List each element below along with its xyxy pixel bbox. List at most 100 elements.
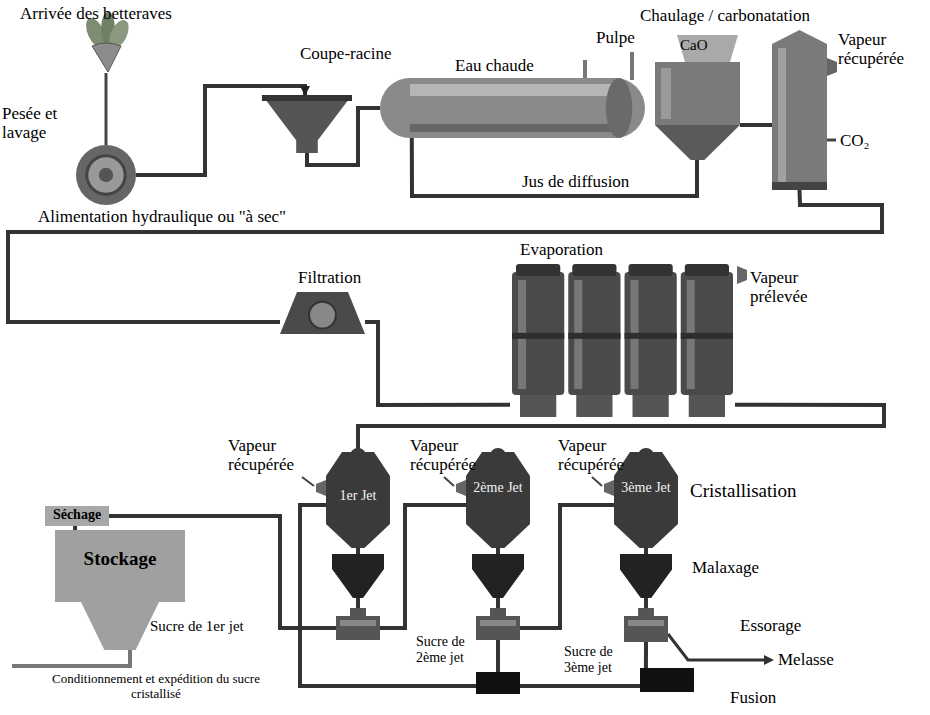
dispatch-note: Conditionnement et expédition du sucre c…	[40, 672, 272, 701]
node-label: Eau chaude	[455, 56, 575, 75]
steam-label: Vapeur récupérée	[558, 436, 653, 474]
shape-outline	[326, 452, 390, 548]
shape-outline	[685, 264, 729, 276]
steam-flag	[604, 480, 614, 496]
diffuser-drum: Eau chaude	[380, 78, 645, 138]
arrow-head	[764, 655, 774, 665]
node-shape	[655, 35, 740, 160]
shape-outline	[55, 530, 185, 602]
filter: Filtration	[280, 292, 365, 334]
shape-outline	[576, 395, 612, 417]
box-text: CaO	[680, 37, 735, 54]
steam-leader	[592, 477, 602, 486]
node-label: Coupe-racine	[300, 44, 430, 63]
shape-outline	[640, 668, 694, 692]
product-label: Sucre de 3ème jet	[564, 644, 622, 675]
shape-outline	[629, 264, 673, 276]
node-shape	[280, 292, 365, 334]
node-shape	[510, 264, 735, 417]
gas-label: CO₂	[840, 131, 890, 150]
mixer: Malaxage	[620, 554, 672, 598]
molasses-arrow	[668, 634, 766, 660]
shape-outline	[516, 264, 560, 276]
shape-outline	[280, 292, 365, 334]
shape-outline	[81, 602, 159, 650]
shape-outline	[45, 506, 109, 526]
pipe-connector	[412, 138, 697, 196]
shape-outline	[638, 608, 654, 616]
washing-drum: Pesée et lavage	[76, 145, 136, 205]
shape-outline	[512, 333, 564, 339]
liming-tank: Chaulage / carbonatationCaO	[655, 35, 740, 160]
shape-outline	[778, 48, 786, 184]
co2-pipe	[827, 139, 836, 142]
output-label: Pulpe	[596, 28, 656, 47]
node-label: Vapeur prélevée	[750, 268, 840, 306]
shape-outline	[624, 616, 668, 642]
node-label: Cristallisation	[690, 480, 870, 501]
node-label: 1er Jet	[330, 488, 386, 504]
centrifuge: Essorage	[624, 616, 668, 642]
pipe-connector	[365, 322, 510, 405]
node-shape	[640, 668, 694, 692]
shape-outline	[633, 395, 669, 417]
centrifuge	[476, 608, 520, 640]
steam-label: Vapeur récupérée	[228, 436, 323, 474]
box-text: Séchage	[53, 507, 101, 523]
node-shape	[380, 78, 645, 138]
steam-flag	[737, 266, 747, 284]
feed-note: Alimentation hydraulique ou "à sec"	[38, 207, 438, 226]
mixer	[332, 554, 384, 598]
node-label: Evaporation	[520, 240, 660, 259]
steam-label: Vapeur récupérée	[410, 436, 505, 474]
shape-outline	[512, 272, 564, 395]
shape-outline	[568, 333, 620, 339]
crystallizer: 1er Jet	[326, 452, 390, 548]
shape-outline	[262, 95, 352, 153]
shape-outline	[681, 333, 733, 339]
melter-block	[476, 672, 520, 694]
shape-outline	[772, 182, 827, 190]
shape-outline	[625, 272, 677, 395]
node-shape	[620, 554, 672, 598]
node-label: Vapeur récupérée	[838, 30, 926, 68]
shape-outline	[681, 272, 733, 395]
node-label: Essorage	[740, 616, 850, 635]
pipe-connector	[644, 548, 648, 554]
node-shape	[76, 145, 136, 205]
hot-water-pipe	[583, 60, 587, 80]
pulp-pipe	[630, 52, 634, 80]
shape-outline	[625, 333, 677, 339]
steam-flag	[316, 480, 326, 496]
shape-outline	[628, 620, 664, 626]
shape-outline	[262, 95, 352, 101]
steam-leader	[444, 477, 454, 486]
sugar-pipe	[496, 640, 500, 674]
node-shape	[772, 30, 827, 190]
node-shape	[262, 95, 352, 153]
shape-outline	[655, 62, 740, 125]
pipe-connector	[644, 642, 648, 668]
dispatch-pipe	[12, 650, 130, 666]
beet-feed-pipe	[105, 73, 108, 145]
pipe-connector	[8, 190, 882, 322]
shape-outline	[620, 554, 672, 598]
root-cutter-hopper: Coupe-racine	[262, 95, 352, 153]
shape-outline	[677, 35, 738, 62]
output-label: Melasse	[778, 650, 878, 669]
shape-outline	[520, 395, 556, 417]
shape-outline	[772, 30, 827, 190]
product-label: Sucre de 2ème jet	[416, 634, 478, 665]
node-label: Filtration	[298, 268, 398, 287]
node-label: 3ème Jet	[618, 480, 674, 496]
node-label: Fusion	[730, 688, 820, 707]
shape-outline	[410, 84, 615, 96]
node-label: 2ème Jet	[470, 480, 526, 496]
shape-outline	[689, 395, 725, 417]
shape-outline	[572, 264, 616, 276]
carbonation-column: Vapeur récupérée	[772, 30, 827, 190]
node-shape	[624, 616, 668, 642]
steam-flag	[827, 58, 837, 76]
shape-outline	[410, 124, 615, 132]
box-text: Stockage	[84, 548, 157, 569]
